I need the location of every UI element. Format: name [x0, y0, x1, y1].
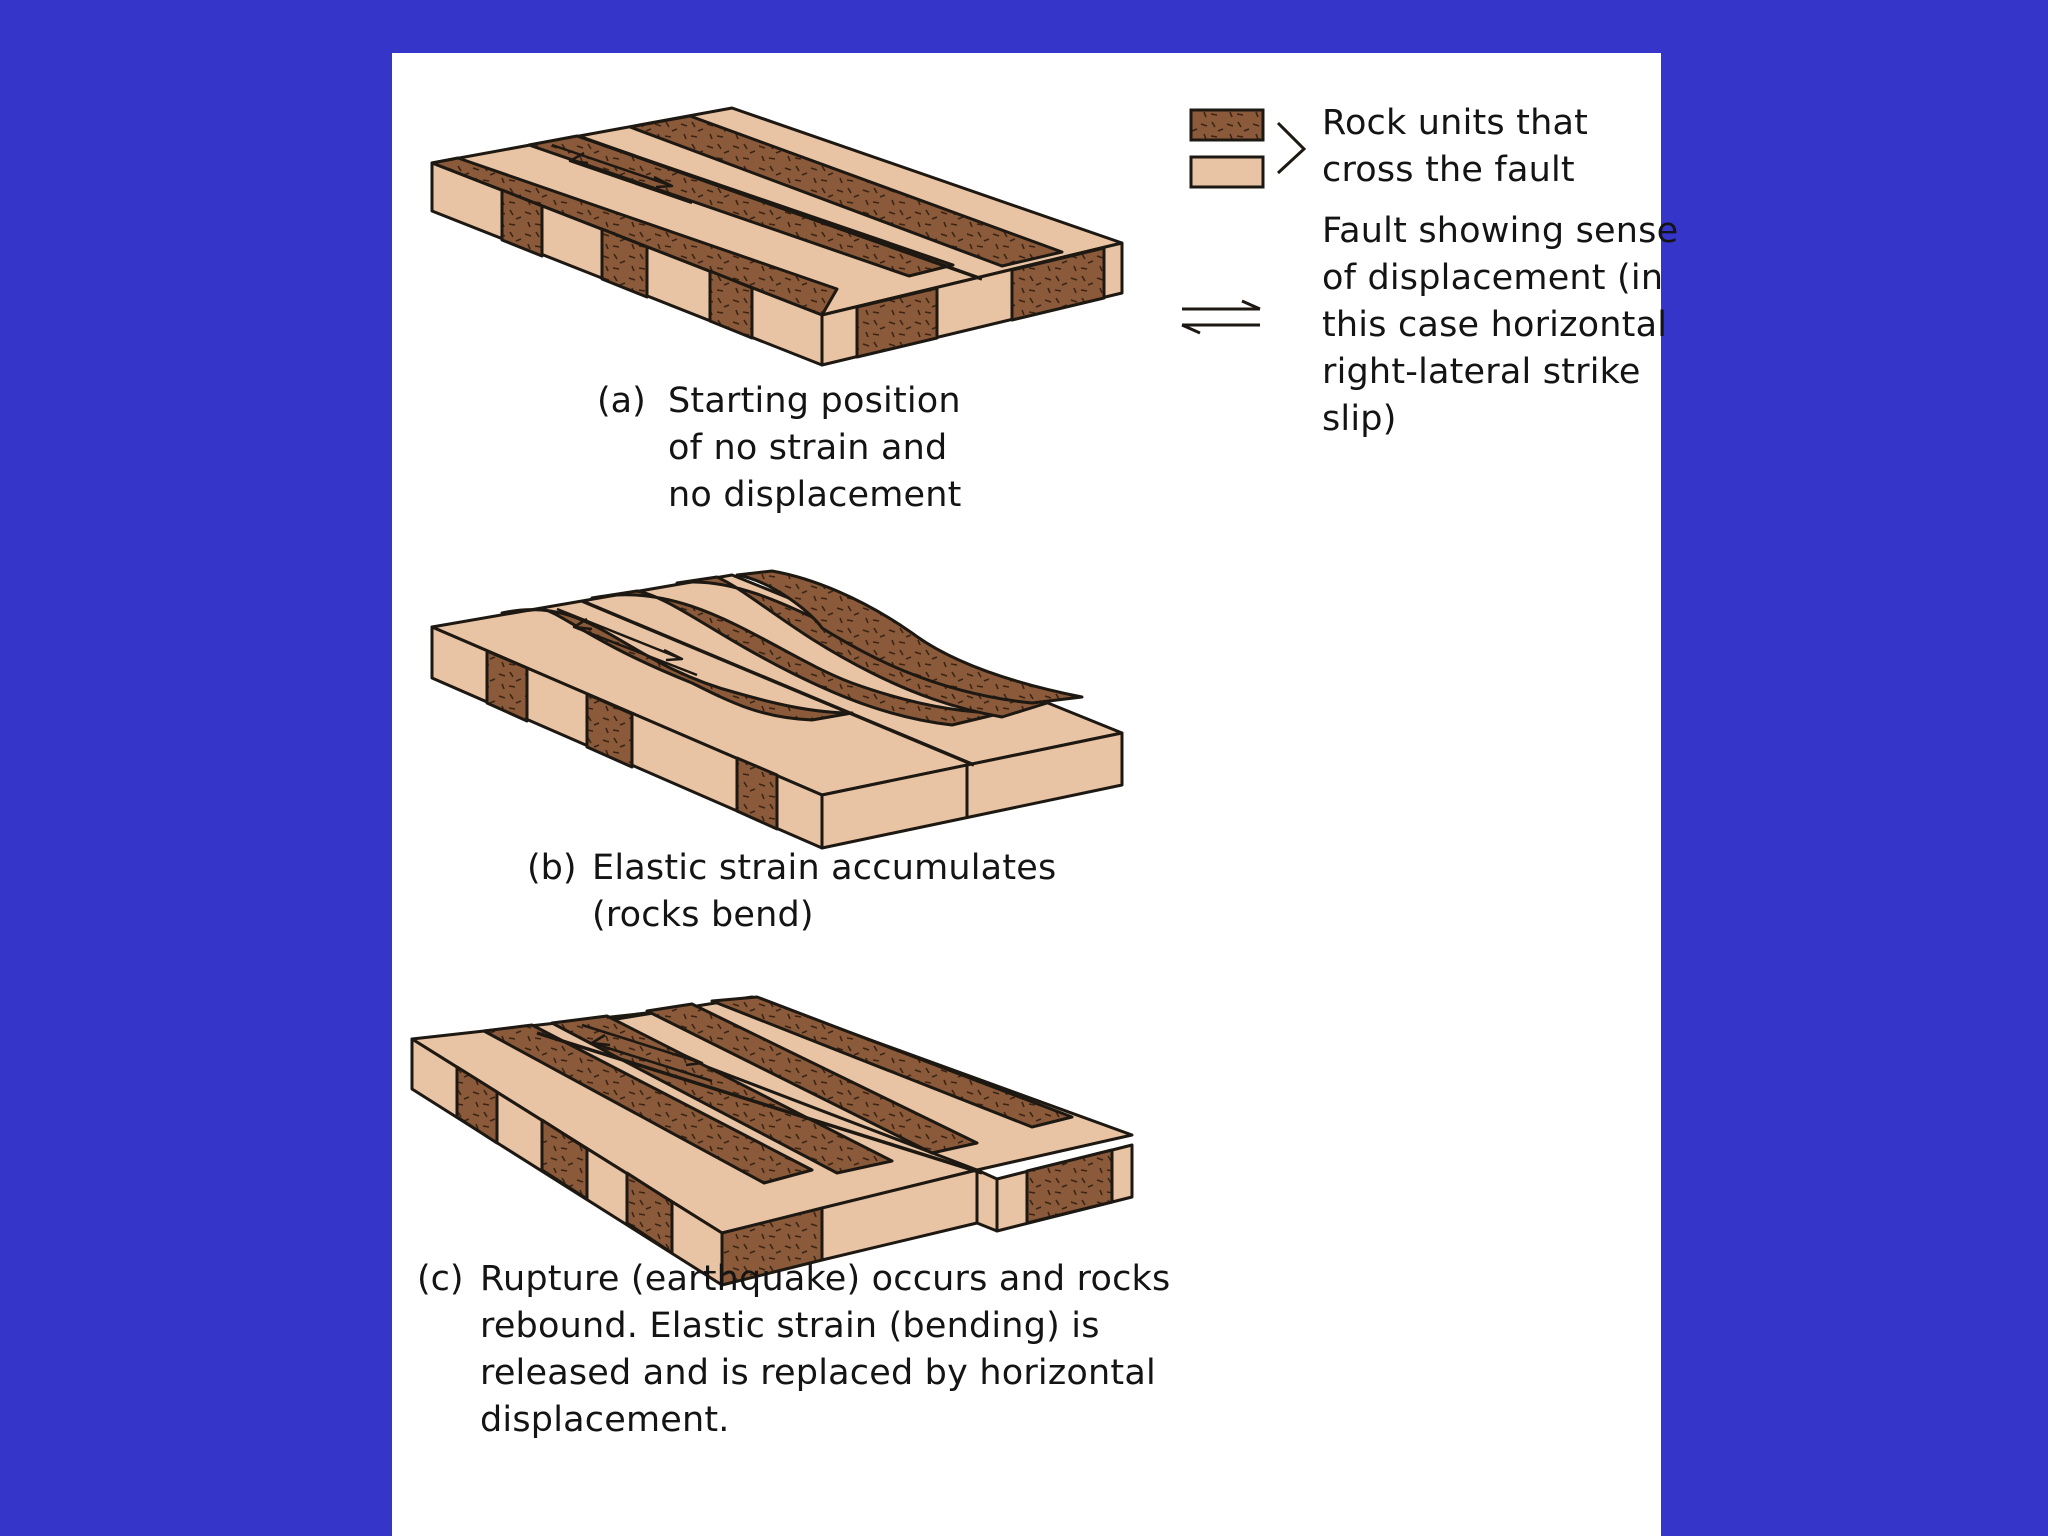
legend-fault-line: Fault showing sense: [1322, 211, 1679, 251]
block-c-front-band-2: [540, 1118, 589, 1201]
caption-c-line: Rupture (earthquake) occurs and rocks: [480, 1259, 1171, 1299]
block-a-fault-line: [577, 134, 983, 281]
block-a-band-2: [628, 114, 1064, 268]
caption-b-tag: (b): [527, 848, 577, 888]
block-c-rupture-rebound: [410, 995, 1134, 1287]
block-b-right-face: [820, 731, 1124, 850]
fault-diagram-art: [410, 106, 1307, 1287]
block-c-right-face-band: [1025, 1148, 1114, 1225]
legend-fault-text: Fault showing sense of displacement (in …: [1322, 208, 1678, 443]
legend-swatch-dark: [1189, 108, 1265, 142]
caption-a-line: of no strain and: [668, 428, 948, 468]
caption-a-line: no displacement: [668, 475, 962, 515]
caption-c-line: released and is replaced by horizontal: [480, 1353, 1156, 1393]
legend-rock-units-line: cross the fault: [1322, 150, 1575, 190]
legend-fault-line: of displacement (in: [1322, 258, 1664, 298]
legend-art: [1181, 108, 1307, 335]
block-a-band-1: [527, 134, 955, 278]
block-b-elastic-strain: [430, 569, 1124, 850]
caption-c: Rupture (earthquake) occurs and rocks re…: [480, 1256, 1170, 1444]
block-b-front-band-2: [585, 692, 634, 769]
diagram-panel: Rock units that cross the fault Fault sh…: [392, 53, 1678, 1536]
block-c-band-4: [710, 995, 1074, 1129]
block-a-front-band-3: [708, 269, 754, 340]
caption-b: Elastic strain accumulates (rocks bend): [592, 845, 1056, 939]
block-b-fault-line: [581, 599, 975, 767]
block-c-arrow-left: [590, 1033, 713, 1083]
block-b-arrow-right: [556, 607, 684, 662]
block-a-starting-position: [430, 106, 1124, 367]
caption-b-line: Elastic strain accumulates: [592, 848, 1057, 888]
block-c-fault-line: [536, 1031, 983, 1175]
block-a-arrow-right: [551, 143, 674, 189]
block-a-front-band-2: [600, 227, 649, 299]
block-a-front-band-1: [500, 188, 544, 258]
legend-swatch-light: [1189, 155, 1265, 189]
caption-c-line: displacement.: [480, 1400, 730, 1440]
block-c-front-band-3: [625, 1171, 674, 1255]
caption-c-line: rebound. Elastic strain (bending) is: [480, 1306, 1100, 1346]
caption-a-tag: (a): [597, 381, 646, 421]
block-a-right-band-1: [855, 286, 939, 359]
legend-fault-line: slip): [1322, 399, 1397, 439]
fault-arrows-icon: [1181, 299, 1261, 335]
block-b-front-band-1: [485, 649, 529, 723]
block-b-arrow-left: [572, 617, 698, 677]
block-b-front-band-3: [735, 756, 779, 831]
block-a-right-band-2: [1010, 246, 1106, 322]
caption-a: Starting position of no strain and no di…: [668, 378, 962, 519]
caption-a-line: Starting position: [668, 381, 961, 421]
caption-c-tag: (c): [417, 1259, 464, 1299]
legend-fault-line: right-lateral strike: [1322, 352, 1641, 392]
block-c-right-face-step: [975, 1168, 999, 1233]
legend-brace-icon: [1276, 121, 1307, 175]
legend-rock-units-text: Rock units that cross the fault: [1322, 100, 1588, 194]
block-c-band-3: [645, 1002, 979, 1155]
legend-rock-units-line: Rock units that: [1322, 103, 1589, 143]
caption-b-line: (rocks bend): [592, 895, 814, 935]
block-c-band-1: [482, 1023, 814, 1185]
block-c-band-2: [550, 1014, 894, 1175]
block-c-arrow-right: [581, 1023, 704, 1067]
block-c-front-band-1: [455, 1065, 499, 1145]
block-a-arrow-left: [568, 151, 693, 205]
legend-fault-line: this case horizontal: [1322, 305, 1668, 345]
block-b-band-4: [735, 569, 1084, 705]
